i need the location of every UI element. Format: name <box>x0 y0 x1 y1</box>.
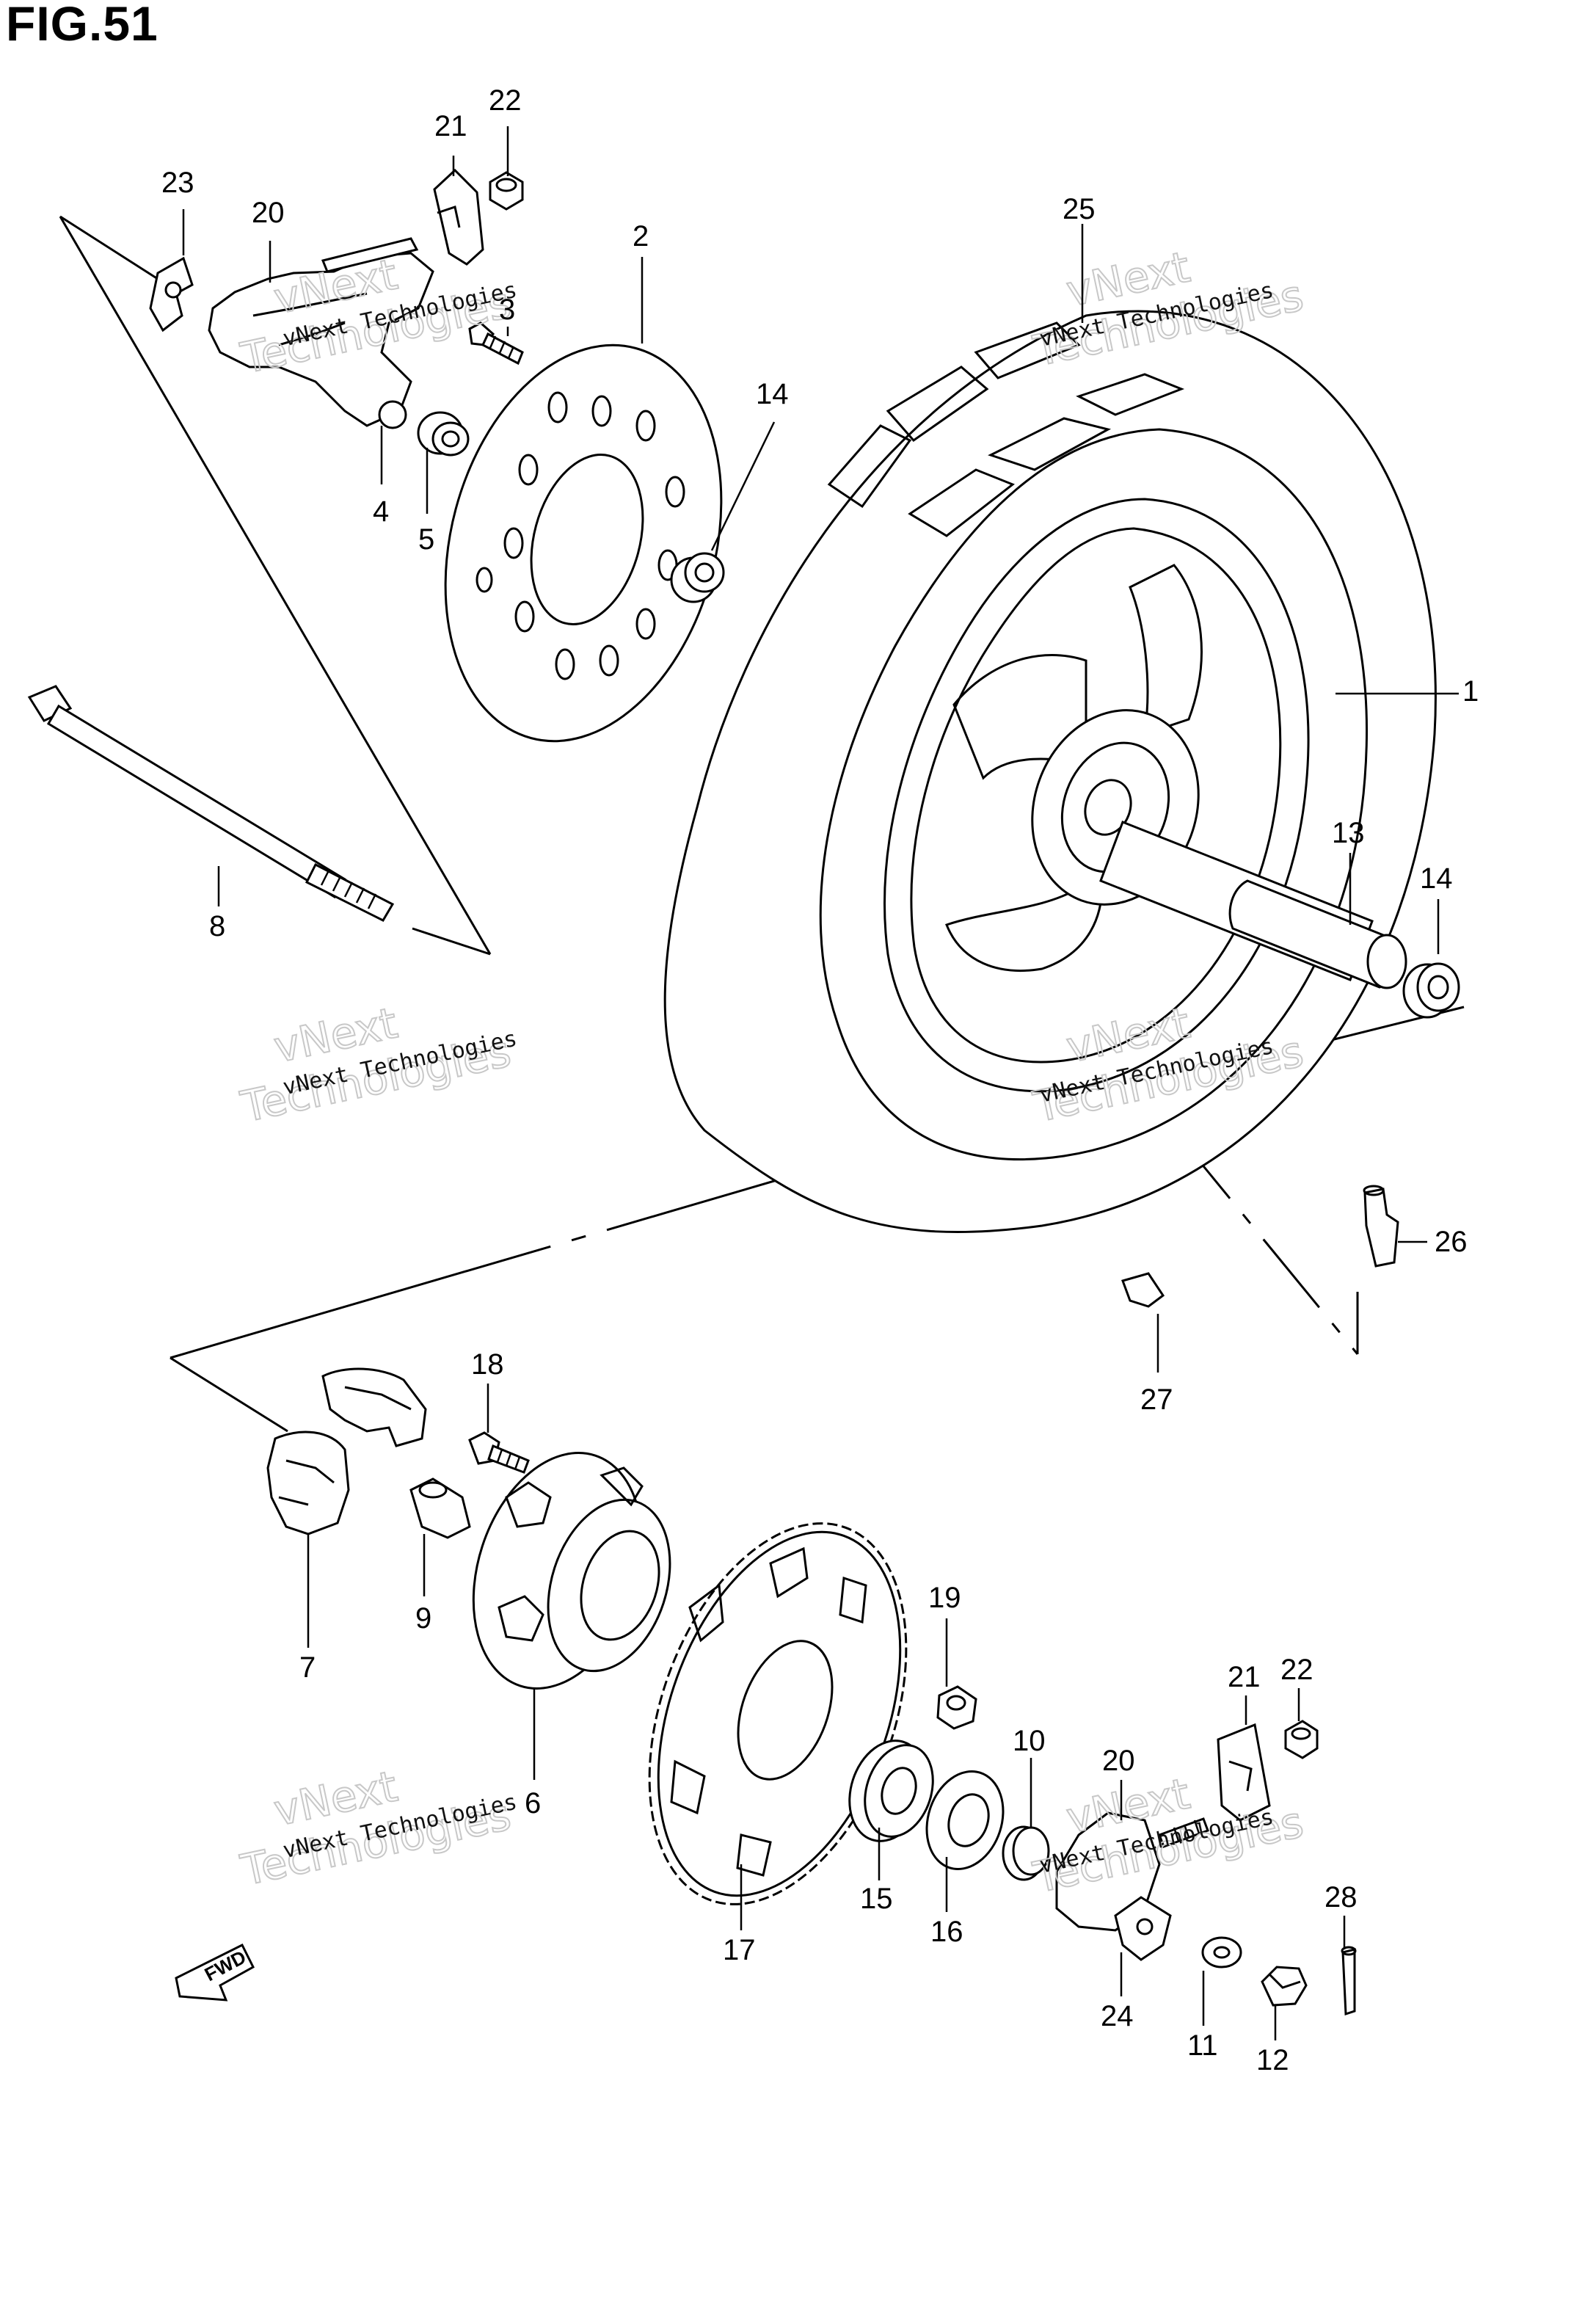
callout-21-upper: 21 <box>434 110 467 142</box>
callout-22-lower: 22 <box>1280 1654 1313 1686</box>
cush-dampers <box>266 1367 427 1535</box>
valve-cap <box>1121 1272 1165 1308</box>
spacer-14-upper <box>670 552 725 603</box>
nut-22-bottom <box>1284 1720 1319 1759</box>
nut-22-top <box>489 171 524 211</box>
brake-pad-21-bottom <box>1217 1723 1271 1822</box>
callout-13: 13 <box>1332 817 1365 849</box>
callout-28: 28 <box>1324 1881 1358 1913</box>
figure-title: FIG.51 <box>6 0 158 51</box>
spacer-14-right <box>1402 962 1460 1019</box>
watermark-3: vNext Technologies vNext Technologies <box>236 997 519 1133</box>
brake-pad-21-top <box>433 168 484 266</box>
callout-14-right: 14 <box>1420 862 1453 895</box>
callout-21-lower: 21 <box>1228 1661 1261 1693</box>
leader-lines <box>182 126 1459 2040</box>
callout-5: 5 <box>418 523 434 556</box>
callout-22-upper: 22 <box>489 84 522 117</box>
callout-10: 10 <box>1013 1725 1046 1757</box>
callout-17: 17 <box>723 1934 756 1966</box>
disc-holes <box>475 391 685 680</box>
callout-15: 15 <box>860 1883 893 1915</box>
washer-11 <box>1201 1936 1242 1969</box>
watermark-5: vNext Technologies vNext Technologies <box>236 1760 519 1896</box>
rear-axle <box>27 685 395 922</box>
callout-6: 6 <box>525 1787 541 1820</box>
spacer-5 <box>417 411 470 457</box>
brake-disc <box>444 343 723 743</box>
bearing-15 <box>848 1740 934 1842</box>
caliper-bracket-left <box>149 256 194 332</box>
watermark-6: vNext Technologies vNext Technologies <box>1028 1767 1308 1903</box>
callout-3: 3 <box>499 294 515 326</box>
rear-wheel-and-tire <box>663 310 1437 1233</box>
callout-7: 7 <box>299 1651 316 1684</box>
nut-19 <box>936 1685 977 1730</box>
assembly-frame-lines <box>59 215 1465 1433</box>
sprocket-hub <box>472 1452 671 1690</box>
fwd-direction-arrow: FWD <box>175 1943 255 2002</box>
callout-4: 4 <box>373 495 389 528</box>
callout-8: 8 <box>209 910 225 942</box>
cotter-pin-28 <box>1341 1946 1357 2016</box>
torque-link-24 <box>1114 1896 1172 1961</box>
callout-19: 19 <box>928 1582 961 1614</box>
callout-11: 11 <box>1187 2029 1218 2062</box>
caliper-plate-left <box>208 237 434 429</box>
callout-18: 18 <box>471 1348 504 1381</box>
castle-nut-12 <box>1261 1966 1308 2007</box>
callout-20-lower: 20 <box>1102 1745 1135 1777</box>
callout-2: 2 <box>633 220 649 252</box>
callout-25: 25 <box>1063 193 1096 225</box>
callout-26: 26 <box>1435 1226 1468 1258</box>
callout-1: 1 <box>1462 675 1479 708</box>
callout-9: 9 <box>415 1602 431 1635</box>
caliper-plate-right <box>1055 1811 1209 1932</box>
callout-12: 12 <box>1256 2044 1289 2076</box>
bolt-3 <box>468 321 524 366</box>
callout-23: 23 <box>161 167 194 199</box>
callout-24: 24 <box>1101 2000 1134 2032</box>
spacer-10 <box>1002 1825 1050 1881</box>
callout-16: 16 <box>930 1916 963 1948</box>
callout-20-upper: 20 <box>252 197 285 229</box>
callout-labels: 23 20 21 22 2 3 4 5 14 25 1 13 14 8 26 2… <box>161 84 1479 2076</box>
rear-sprocket <box>648 1522 908 1905</box>
spacer-13 <box>1099 821 1407 989</box>
tire-valve <box>1363 1185 1399 1268</box>
callout-14-upper: 14 <box>756 378 789 410</box>
bolt-18 <box>468 1431 530 1474</box>
callout-27: 27 <box>1140 1384 1173 1416</box>
oil-seal-16 <box>925 1770 1005 1870</box>
nut-9 <box>409 1477 471 1539</box>
